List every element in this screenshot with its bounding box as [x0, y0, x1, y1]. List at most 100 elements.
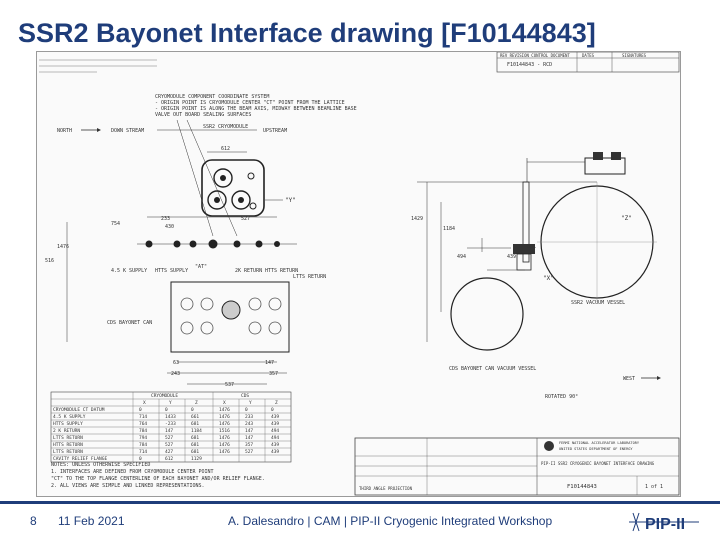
footer-date: 11 Feb 2021 [58, 514, 125, 528]
fermilab-logo-icon [544, 441, 554, 451]
table-cell: 243 [245, 421, 253, 427]
axis-x-label: "X" [543, 275, 554, 282]
cryomodule-label: SSR2 CRYOMODULE [203, 124, 248, 130]
revision-id: F10144843 - RCD [507, 62, 552, 68]
table-cell: 1476 [219, 407, 230, 413]
dim-1429: 1429 [411, 216, 423, 222]
dim-612: 612 [221, 146, 230, 152]
table-cell: 661 [191, 414, 199, 420]
table-cell: 147 [245, 428, 253, 434]
dim-233: 233 [161, 216, 170, 222]
title-block: FERMI NATIONAL ACCELERATOR LABORATORY UN… [354, 437, 680, 496]
drawing-title: PIP-II SSR2 CRYOGENIC BAYONET INTERFACE … [541, 461, 655, 466]
table-cell: 1184 [191, 428, 202, 434]
table-cell: 0 [139, 456, 142, 462]
lab-dept: UNITED STATES DEPARTMENT OF ENERGY [559, 447, 633, 451]
vessel-label: SSR2 VACUUM VESSEL [571, 300, 625, 306]
dim-527: 527 [241, 216, 250, 222]
table-row-label: CRYOMODULE CT DATUM [53, 407, 105, 413]
coord-note-line-2: - ORIGIN POINT IS CRYOMODULE CENTER "CT"… [155, 100, 345, 106]
left-dimensions: 1476 516 754 233 430 527 [45, 216, 277, 342]
table-cell: 357 [245, 442, 253, 448]
table-group-cds: CDS [241, 393, 249, 399]
sheet-number: 1 of 1 [645, 484, 663, 490]
table-row-label: HTTS RETURN [53, 442, 83, 448]
table-col-header: Z [195, 400, 198, 406]
port-ltts-return: LTTS RETURN [293, 274, 326, 280]
dim-430: 430 [165, 224, 174, 230]
cds-bayonet-can [170, 281, 290, 353]
dates-label: DATES [582, 53, 595, 58]
coord-note-line-3: - ORIGIN POINT IS ALONG THE BEAM AXIS, M… [155, 106, 357, 112]
table-cell: 1476 [219, 414, 230, 420]
table-cell: 494 [271, 428, 279, 434]
table-col-header: X [143, 400, 146, 406]
table-cell: 439 [271, 421, 279, 427]
table-cell: 681 [191, 442, 199, 448]
table-cell: 681 [191, 421, 199, 427]
table-cell: 527 [245, 449, 253, 455]
notes-line-1: NOTES: UNLESS OTHERWISE SPECIFIED [51, 462, 150, 468]
table-cell: 714 [139, 414, 147, 420]
port-htts-supply: HTTS SUPPLY [155, 268, 188, 274]
table-cell: 233 [245, 414, 253, 420]
table-cell: 427 [165, 449, 173, 455]
lab-name: FERMI NATIONAL ACCELERATOR LABORATORY [559, 441, 640, 445]
table-cell: 439 [271, 449, 279, 455]
table-cell: 494 [271, 435, 279, 441]
pip2-logo: PIP-II [629, 512, 699, 533]
table-col-header: Z [275, 400, 278, 406]
bottom-dimensions: 63 147 243 357 537 [167, 360, 287, 388]
drawing-header-block [39, 59, 157, 73]
dim-147: 147 [265, 360, 274, 366]
revision-block: REV REVISION CONTROL DOCUMENT DATES SIGN… [496, 52, 680, 73]
notes-line-3: "CT" TO THE TOP FLANGE CENTERLINE OF EAC… [51, 476, 265, 482]
cds-can-vessel-label: CDS BAYONET CAN VACUUM VESSEL [449, 366, 536, 372]
table-col-header: X [223, 400, 226, 406]
table-row-label: HTTS SUPPLY [53, 421, 83, 427]
port-45k-supply: 4.5 K SUPPLY [111, 268, 147, 274]
port-htts-return: HTTS RETURN [265, 268, 298, 274]
revision-header: REV REVISION CONTROL DOCUMENT [500, 53, 570, 58]
table-cell: 0 [245, 407, 248, 413]
table-cell: 612 [165, 456, 173, 462]
table-cell: 527 [165, 435, 173, 441]
table-cell: 0 [165, 407, 168, 413]
footer-rule [0, 501, 720, 504]
table-cell: 1516 [219, 428, 230, 434]
table-cell: 439 [271, 414, 279, 420]
table-cell: 1476 [219, 442, 230, 448]
bayonet-plate-top-view: 612 [201, 146, 265, 217]
side-view: 1429 1184 "Z" "X" 494 439 661 [411, 152, 661, 400]
downstream-label: DOWN STREAM [111, 128, 144, 134]
axis-y-label: "Y" [285, 197, 296, 204]
dim-1184: 1184 [443, 226, 455, 232]
table-cell: 794 [139, 435, 147, 441]
dim-754: 754 [111, 221, 120, 227]
coord-note-line-4: VALVE OUT BOARD SEALING SURFACES [155, 112, 251, 118]
dim-243: 243 [171, 371, 180, 377]
table-cell: 0 [139, 407, 142, 413]
cds-can-label: CDS BAYONET CAN [107, 320, 152, 326]
rotated-label: ROTATED 90° [545, 394, 578, 400]
table-cell: -233 [165, 421, 176, 427]
port-at: "AT" [195, 264, 207, 270]
table-group-cryomodule: CRYOMODULE [151, 393, 178, 399]
coord-note-line-1: CRYOMODULE COMPONENT COORDINATE SYSTEM [155, 94, 269, 100]
table-cell: 681 [191, 435, 199, 441]
table-cell: 784 [139, 428, 147, 434]
table-row-label: LTTS RETURN [53, 435, 83, 441]
table-cell: 764 [139, 421, 147, 427]
north-label: NORTH [57, 128, 72, 134]
dim-63: 63 [173, 360, 179, 366]
table-col-header: Y [169, 400, 172, 406]
page-number: 8 [30, 514, 37, 528]
table-cell: 439 [271, 442, 279, 448]
table-cell: 1476 [219, 435, 230, 441]
table-row-label: 2 K RETURN [53, 428, 80, 434]
table-cell: 0 [191, 407, 194, 413]
table-cell: 147 [165, 428, 173, 434]
footer-caption: A. Dalesandro | CAM | PIP-II Cryogenic I… [228, 514, 553, 528]
signatures-label: SIGNATURES [622, 53, 647, 58]
